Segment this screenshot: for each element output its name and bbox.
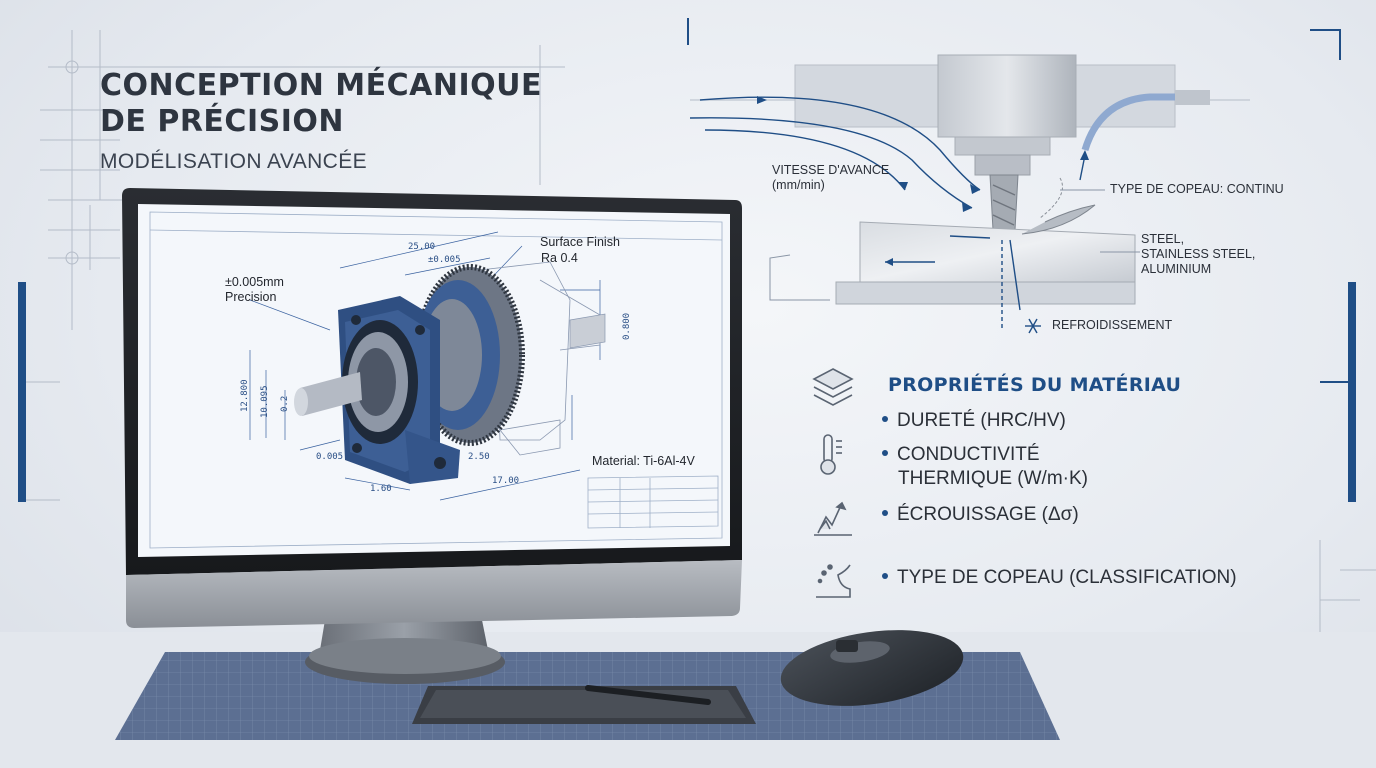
property-chip-type-label: TYPE DE COPEAU (CLASSIFICATION) <box>897 567 1237 588</box>
feed-rate-unit: (mm/min) <box>772 178 825 192</box>
bullet <box>882 415 888 422</box>
dim-label: ±0.005 <box>428 255 461 265</box>
material-properties-panel: PROPRIÉTÉS DU MATÉRIAU DURETÉ (HRC/HV) C… <box>810 365 1330 605</box>
shaft-part <box>294 313 606 416</box>
material-3-label: ALUMINIUM <box>1141 262 1212 276</box>
workpiece <box>859 221 1136 283</box>
precision-value-label: ±0.005mm <box>225 275 284 289</box>
dim-label: 25.00 <box>408 242 436 252</box>
property-chip-type: TYPE DE COPEAU (CLASSIFICATION) <box>882 566 1237 590</box>
chip <box>1021 204 1096 235</box>
precision-text-label: Precision <box>225 290 277 304</box>
page-title-line1: CONCEPTION MÉCANIQUE <box>100 68 543 103</box>
properties-title: PROPRIÉTÉS DU MATÉRIAU <box>888 374 1182 396</box>
layers-icon <box>812 368 854 406</box>
property-conductivity-line2: THERMIQUE (W/m·K) <box>898 468 1088 489</box>
work-hardening-icon <box>814 501 852 536</box>
bullet <box>882 509 888 516</box>
flange-part <box>338 296 460 484</box>
dim-label: 2.50 <box>468 452 490 462</box>
computer-mouse <box>780 630 964 706</box>
stylus-pen <box>585 685 711 705</box>
property-work-hardening-label: ÉCROUISSAGE (Δσ) <box>897 504 1079 525</box>
dim-label: 0.005 <box>316 452 344 462</box>
chip-icon <box>816 564 851 598</box>
material-1-label: STEEL, <box>1141 232 1185 246</box>
material-label: Material: Ti-6Al-4V <box>592 454 695 468</box>
property-hardness: DURETÉ (HRC/HV) <box>882 409 1066 433</box>
chip-type-label: TYPE DE COPEAU: CONTINU <box>1110 182 1284 196</box>
feed-rate-label: VITESSE D'AVANCE <box>772 163 890 177</box>
dim-label: 17.00 <box>492 476 520 486</box>
property-conductivity: CONDUCTIVITÉ <box>882 443 1040 467</box>
surface-finish-label: Surface Finish <box>540 235 620 249</box>
title-block: CONCEPTION MÉCANIQUE DE PRÉCISION MODÉLI… <box>100 68 542 174</box>
bullet <box>882 449 888 456</box>
roughness-label: Ra 0.4 <box>541 251 578 265</box>
cooling-label: REFROIDISSEMENT <box>1052 318 1173 332</box>
snowflake-icon <box>1025 318 1041 334</box>
property-conductivity-line1: CONDUCTIVITÉ <box>897 444 1040 465</box>
page-subtitle: MODÉLISATION AVANCÉE <box>100 150 368 173</box>
thermometer-icon <box>820 434 842 475</box>
property-hardness-label: DURETÉ (HRC/HV) <box>897 410 1066 431</box>
page-title-line2: DE PRÉCISION <box>100 104 344 139</box>
dim-label: 1.60 <box>370 484 392 494</box>
property-work-hardening: ÉCROUISSAGE (Δσ) <box>882 503 1079 527</box>
bullet <box>882 572 888 579</box>
material-2-label: STAINLESS STEEL, <box>1141 247 1256 261</box>
